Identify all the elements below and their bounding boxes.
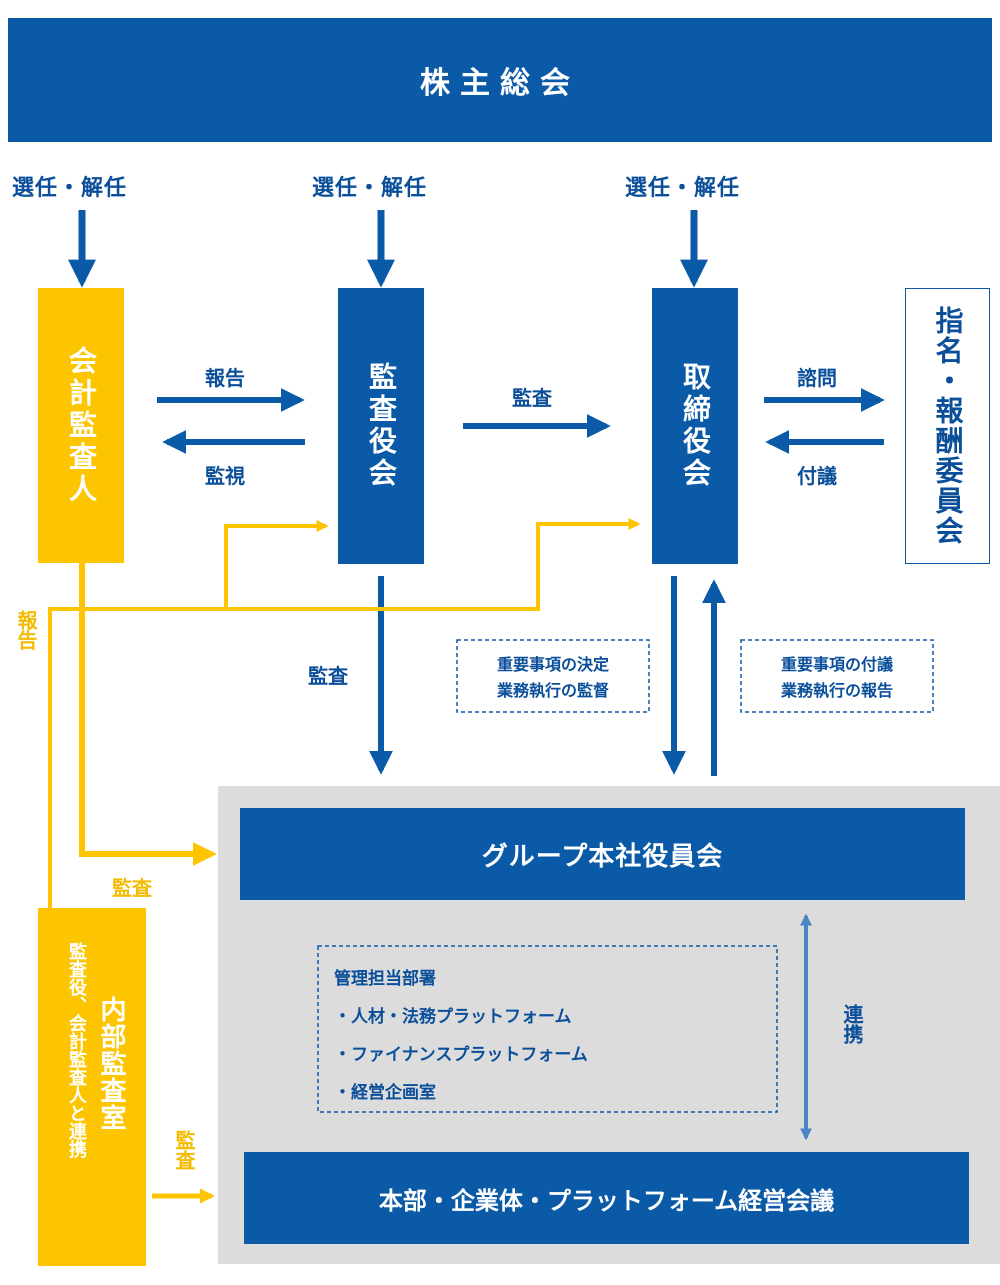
audit-board-label: 監査役会	[365, 362, 398, 490]
appoint-label-1: 選任・解任	[12, 176, 128, 201]
appoint-label-2: 選任・解任	[312, 176, 428, 201]
admin-title: 管理担当部署	[334, 969, 436, 989]
audit-label: 監査	[512, 386, 552, 410]
admin-item-1: ・人材・法務プラットフォーム	[334, 1007, 572, 1027]
report-side-label: 報告	[14, 610, 38, 650]
report-label: 報告	[205, 366, 245, 390]
board-box: 取締役会	[652, 288, 738, 564]
note-left: 重要事項の決定 業務執行の監督	[457, 652, 649, 704]
monitor-label: 監視	[205, 464, 245, 488]
cooperate-label: 連携	[840, 1004, 864, 1044]
internal-audit-title: 内部監査室	[96, 996, 126, 1131]
refer-label: 付議	[797, 464, 837, 488]
audit-board-box: 監査役会	[338, 288, 424, 564]
business-meeting-label: 本部・企業体・プラットフォーム経営会議	[378, 1186, 835, 1215]
shareholders-label: 株主総会	[420, 66, 580, 101]
note-right-line-2: 業務執行の報告	[780, 681, 893, 700]
accounting-auditor-label: 会計監査人	[65, 345, 98, 506]
internal-audit-box: 内部監査室 監査役、会計監査人と連携	[38, 908, 146, 1266]
consult-label: 諮問	[797, 366, 837, 390]
admin-item-2: ・ファイナンスプラットフォーム	[334, 1045, 588, 1065]
accounting-auditor-box: 会計監査人	[38, 288, 124, 563]
business-meeting-box: 本部・企業体・プラットフォーム経営会議	[244, 1152, 969, 1244]
appoint-label-3: 選任・解任	[625, 176, 741, 201]
note-left-line-1: 重要事項の決定	[496, 655, 609, 674]
admin-departments: 管理担当部署 ・人材・法務プラットフォーム ・ファイナンスプラットフォーム ・経…	[334, 960, 588, 1112]
shareholders-box: 株主総会	[8, 18, 992, 142]
audit-yellow-group-label: 監査	[112, 876, 152, 900]
audit-yellow-bottom-label: 監査	[172, 1130, 196, 1170]
note-left-line-2: 業務執行の監督	[496, 681, 609, 700]
committee-box: 指名・報酬委員会	[905, 288, 990, 564]
admin-box	[317, 945, 778, 1113]
note-right-box	[740, 639, 934, 713]
note-right-line-1: 重要事項の付議	[780, 655, 893, 674]
audit-down-label: 監査	[308, 664, 348, 688]
committee-label: 指名・報酬委員会	[931, 306, 965, 546]
report-up-line	[48, 518, 641, 908]
admin-item-3: ・経営企画室	[334, 1083, 436, 1103]
group-board-box: グループ本社役員会	[240, 808, 965, 900]
auditor-to-group-line	[79, 563, 217, 866]
note-right: 重要事項の付議 業務執行の報告	[741, 652, 933, 704]
report-to-audit-board-line	[224, 520, 329, 609]
note-left-box	[456, 639, 650, 713]
internal-audit-sub: 監査役、会計監査人と連携	[66, 942, 87, 1158]
group-board-label: グループ本社役員会	[481, 841, 724, 872]
board-label: 取締役会	[679, 362, 712, 490]
